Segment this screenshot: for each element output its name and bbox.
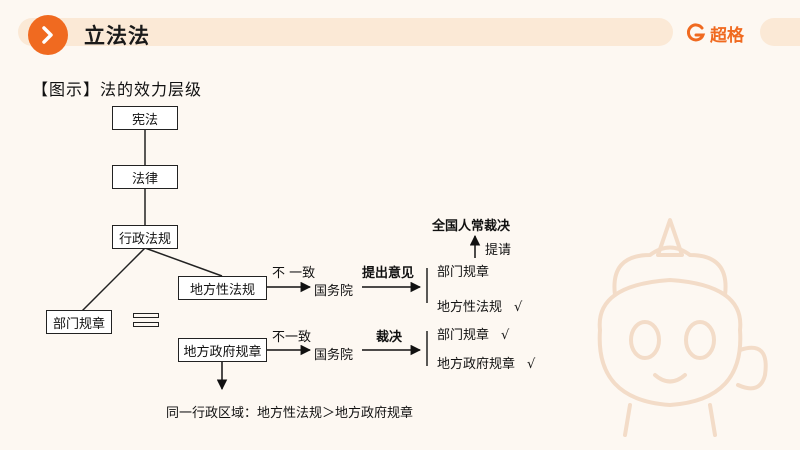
lower-option-local-gov-check: √ — [527, 357, 536, 372]
dept-rules-box: 部门规章 — [46, 310, 112, 334]
header-bar — [18, 18, 673, 46]
figure-caption: 【图示】法的效力层级 — [32, 80, 203, 99]
local-regulation-box: 地方性法规 — [178, 276, 267, 300]
lower-option-local-gov-text: 地方政府规章 — [437, 357, 516, 372]
page-title: 立法法 — [84, 24, 150, 48]
upper-action-label: 提出意见 — [362, 266, 415, 281]
law-box: 法律 — [112, 165, 178, 189]
header-right-pill — [760, 18, 800, 46]
local-gov-rules-box: 地方政府规章 — [178, 338, 267, 362]
brand-g-icon — [687, 23, 706, 42]
lower-option-dept-check: √ — [501, 328, 510, 343]
footnote: 同一行政区域：地方性法规＞地方政府规章 — [166, 406, 414, 421]
upper-option-local-check: √ — [514, 300, 523, 315]
lower-option-local-gov: 地方政府规章 √ — [437, 353, 535, 372]
upper-option-dept: 部门规章 — [437, 265, 490, 280]
chevron-right-icon — [42, 26, 53, 44]
upper-inconsistent-label: 不 一致 — [272, 266, 316, 281]
npc-ruling-label: 全国人常裁决 — [432, 219, 511, 234]
upper-state-council-label: 国务院 — [314, 284, 354, 299]
brand-text: 超格 — [710, 25, 744, 46]
lower-option-dept: 部门规章 √ — [437, 324, 509, 343]
brand-logo: 超格 — [686, 20, 744, 46]
lower-action-label: 裁决 — [376, 330, 403, 345]
lower-state-council-label: 国务院 — [314, 348, 354, 363]
lower-inconsistent-label: 不一致 — [272, 330, 312, 345]
upper-option-local: 地方性法规 √ — [437, 296, 522, 315]
upper-option-local-text: 地方性法规 — [437, 300, 503, 315]
admin-regulation-box: 行政法规 — [112, 225, 178, 249]
request-label: 提请 — [485, 243, 512, 258]
back-button[interactable] — [28, 15, 68, 55]
mascot-watermark — [597, 218, 768, 437]
lower-option-dept-text: 部门规章 — [437, 328, 490, 343]
equal-sign — [133, 313, 159, 329]
constitution-box: 宪法 — [112, 106, 178, 130]
